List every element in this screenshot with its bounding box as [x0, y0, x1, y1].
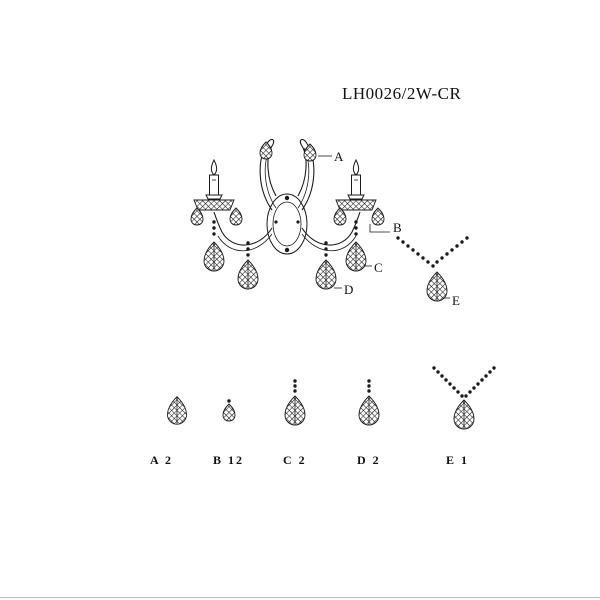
- crystal-d-right: [315, 259, 337, 290]
- right-upper-scroll: [297, 138, 315, 211]
- part-b-label: B 12: [213, 453, 244, 468]
- candle-right: [335, 159, 377, 211]
- part-a-label: A 2: [150, 453, 173, 468]
- right-arm: [301, 211, 361, 246]
- crystal-d-left: [237, 259, 259, 290]
- part-c-letter: C: [283, 453, 294, 467]
- part-d-label: D 2: [357, 453, 381, 468]
- parts-legend: [167, 366, 496, 430]
- callout-d: D: [344, 282, 354, 297]
- part-e-letter: E: [446, 453, 457, 467]
- part-b-letter: B: [213, 453, 224, 467]
- crystal-c-left: [203, 241, 225, 272]
- callout-c: C: [374, 260, 383, 275]
- bottom-divider: [0, 597, 600, 598]
- crystal-c-right: [345, 241, 367, 272]
- swag-e: [396, 236, 469, 302]
- part-b-icon: [222, 399, 236, 422]
- part-c-label: C 2: [283, 453, 307, 468]
- model-number: LH0026/2W-CR: [342, 84, 462, 103]
- candle-left: [193, 159, 235, 211]
- wall-fixture: [190, 138, 469, 302]
- finial-crystal-left: [259, 141, 273, 160]
- callout-a: A: [334, 149, 344, 164]
- part-a-qty: 2: [165, 453, 174, 467]
- left-arm: [213, 211, 273, 246]
- finial-crystal-right: [303, 143, 317, 162]
- part-e-qty: 1: [461, 453, 470, 467]
- part-e-icon: [432, 366, 496, 430]
- callout-b: B: [393, 220, 402, 235]
- part-d-icon: [358, 379, 380, 426]
- left-upper-scroll: [259, 138, 277, 211]
- back-plate-inner: [272, 201, 302, 247]
- part-d-qty: 2: [372, 453, 381, 467]
- leader-b: [369, 224, 390, 233]
- part-c-icon: [284, 379, 306, 426]
- part-c-qty: 2: [298, 453, 307, 467]
- part-e-label: E 1: [446, 453, 469, 468]
- part-a-icon: [167, 396, 187, 425]
- part-a-letter: A: [150, 453, 161, 467]
- part-b-qty: 12: [228, 453, 245, 467]
- callout-e: E: [452, 293, 460, 308]
- part-d-letter: D: [357, 453, 368, 467]
